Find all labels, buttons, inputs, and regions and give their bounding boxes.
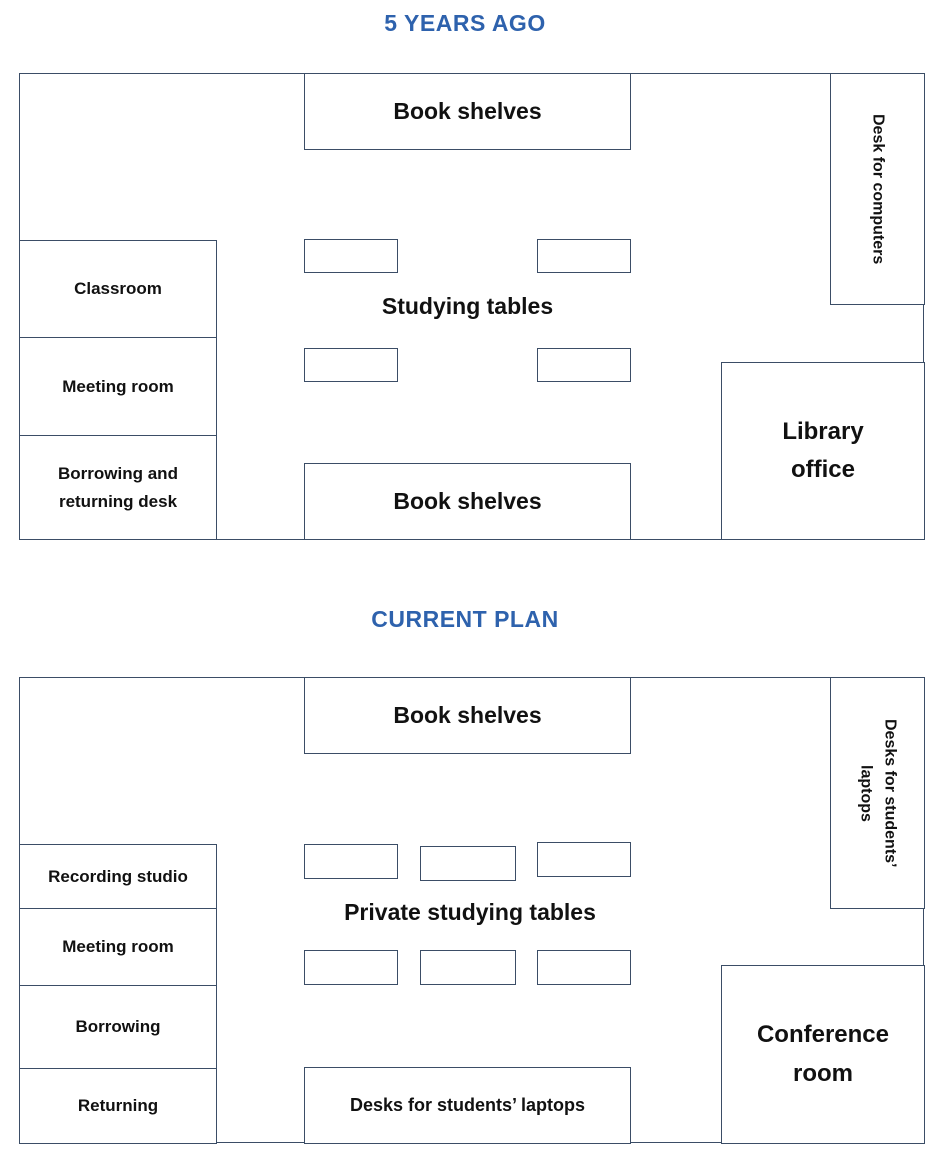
current-conference-room: Conference room — [721, 965, 925, 1144]
current-desks-for-laptops-right-label: Desks for students’ laptops — [857, 718, 899, 868]
past-study-table — [537, 239, 631, 273]
current-recording-studio: Recording studio — [19, 844, 217, 909]
past-classroom-label: Classroom — [74, 279, 162, 299]
current-desks-for-laptops-right: Desks for students’ laptops — [830, 677, 925, 909]
past-borrowing-returning-desk: Borrowing and returning desk — [19, 435, 217, 540]
current-borrowing-label: Borrowing — [75, 1017, 161, 1037]
current-plan-title: CURRENT PLAN — [371, 606, 559, 632]
current-private-study-table — [537, 842, 631, 877]
current-private-study-table — [420, 846, 516, 881]
past-floor-plan: Book shelves Desk for computers Classroo… — [19, 73, 925, 540]
past-library-office-label: Library office — [782, 417, 864, 483]
current-private-study-table — [420, 950, 516, 985]
current-meeting-room-label: Meeting room — [62, 937, 174, 957]
past-study-table — [537, 348, 631, 382]
current-desks-for-laptops-bottom: Desks for students’ laptops — [304, 1067, 631, 1144]
past-library-office: Library office — [721, 362, 925, 540]
current-desks-for-laptops-bottom-label: Desks for students’ laptops — [349, 1095, 586, 1115]
past-classroom: Classroom — [19, 240, 217, 338]
current-private-study-table — [304, 950, 398, 985]
past-study-table — [304, 239, 398, 273]
past-studying-tables-label: Studying tables — [381, 293, 554, 319]
past-plan-title: 5 YEARS AGO — [384, 10, 546, 36]
current-top-book-shelves: Book shelves — [304, 677, 631, 754]
current-returning-label: Returning — [77, 1096, 159, 1116]
current-floor-plan: Book shelves Desks for students’ laptops… — [19, 677, 925, 1144]
past-desk-for-computers: Desk for computers — [830, 73, 925, 305]
current-conference-room-label: Conference room — [756, 1021, 890, 1087]
current-returning: Returning — [19, 1068, 217, 1144]
current-top-book-shelves-label: Book shelves — [393, 702, 542, 728]
past-top-book-shelves: Book shelves — [304, 73, 631, 150]
past-bottom-book-shelves-label: Book shelves — [393, 488, 542, 514]
current-meeting-room: Meeting room — [19, 908, 217, 986]
past-borrowing-returning-desk-label: Borrowing and returning desk — [58, 464, 178, 511]
current-borrowing: Borrowing — [19, 985, 217, 1069]
current-private-study-table — [304, 844, 398, 879]
past-study-table — [304, 348, 398, 382]
current-private-studying-tables-label: Private studying tables — [344, 899, 596, 925]
past-meeting-room: Meeting room — [19, 337, 217, 436]
past-desk-for-computers-label: Desk for computers — [869, 113, 887, 265]
current-recording-studio-label: Recording studio — [48, 866, 188, 886]
past-bottom-book-shelves: Book shelves — [304, 463, 631, 540]
past-top-book-shelves-label: Book shelves — [393, 98, 542, 124]
current-private-study-table — [537, 950, 631, 985]
past-meeting-room-label: Meeting room — [62, 376, 174, 396]
